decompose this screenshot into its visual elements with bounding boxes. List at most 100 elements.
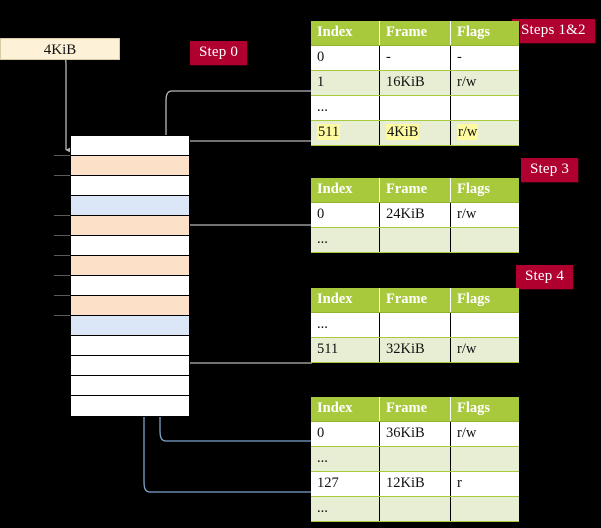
table-row: ... — [311, 312, 519, 338]
page-box-4kib: 4KiB — [0, 38, 120, 60]
table-cell-frame: 36KiB — [379, 421, 451, 447]
memory-row — [71, 156, 189, 176]
memory-row — [71, 196, 189, 216]
badge-step-4: Step 4 — [516, 265, 574, 289]
table-cell-index: ... — [311, 496, 380, 522]
table-cell-index: 511 — [311, 337, 380, 363]
column-header-index: Index — [311, 21, 380, 46]
column-header-frame: Frame — [379, 288, 451, 313]
table-cell-flags: - — [450, 45, 519, 71]
table-cell-flags: r/w — [450, 421, 519, 447]
table-cell-frame: 16KiB — [379, 70, 451, 96]
table-cell-index: 511 — [311, 120, 380, 146]
column-header-frame: Frame — [379, 178, 451, 203]
wire-pagebox-to-grid — [59, 53, 72, 154]
table-cell-flags: r/w — [450, 337, 519, 363]
highlighted-value: 511 — [317, 124, 341, 140]
badge-step-4-label: Step 4 — [525, 268, 565, 284]
table-cell-frame — [379, 496, 451, 522]
memory-row — [71, 236, 189, 256]
table-cell-frame: 4KiB — [379, 120, 451, 146]
table-row: 511 4KiB r/w — [311, 120, 519, 146]
table-cell-flags: r — [450, 471, 519, 497]
column-header-index: Index — [311, 288, 380, 313]
table-cell-index: 1 — [311, 70, 380, 96]
memory-row — [71, 396, 189, 416]
badge-steps-1-2: Steps 1&2 — [512, 19, 595, 43]
table-row: 0-- — [311, 45, 519, 71]
table-cell-index: ... — [311, 446, 380, 472]
badge-step-0: Step 0 — [190, 41, 248, 65]
column-header-index: Index — [311, 397, 380, 422]
column-header-frame: Frame — [379, 397, 451, 422]
column-header-frame: Frame — [379, 21, 451, 46]
wire-l2-row511-to-grid — [179, 299, 312, 364]
table-row: ... — [311, 227, 519, 253]
memory-grid-tick — [54, 275, 70, 276]
memory-row — [71, 176, 189, 196]
memory-grid-tick — [54, 255, 70, 256]
table-cell-flags: r/w — [450, 202, 519, 228]
page-box-label: 4KiB — [43, 42, 77, 58]
badge-step-3-label: Step 3 — [530, 161, 570, 177]
table-cell-frame: - — [379, 45, 451, 71]
memory-grid-tick — [54, 295, 70, 296]
table-cell-frame: 12KiB — [379, 471, 451, 497]
badge-steps-1-2-label: Steps 1&2 — [521, 22, 586, 38]
table-cell-index: 0 — [311, 202, 380, 228]
table-cell-index: ... — [311, 95, 380, 121]
table-cell-frame: 24KiB — [379, 202, 451, 228]
memory-row — [71, 376, 189, 396]
column-header-flags: Flags — [450, 397, 519, 422]
table-cell-flags — [450, 95, 519, 121]
table-cell-frame — [379, 312, 451, 338]
column-header-flags: Flags — [450, 288, 519, 313]
column-header-flags: Flags — [450, 178, 519, 203]
table-cell-index: ... — [311, 227, 380, 253]
memory-row — [71, 316, 189, 336]
table-row: ... — [311, 496, 519, 522]
wire-l1-row0-to-grid — [179, 224, 312, 261]
table-cell-frame: 32KiB — [379, 337, 451, 363]
table-cell-index: 0 — [311, 421, 380, 447]
column-header-index: Index — [311, 178, 380, 203]
table-cell-flags — [450, 227, 519, 253]
table-cell-frame — [379, 95, 451, 121]
table-cell-flags: r/w — [450, 70, 519, 96]
table-cell-frame — [379, 446, 451, 472]
memory-grid — [70, 135, 190, 417]
table-cell-flags — [450, 446, 519, 472]
memory-grid-tick — [54, 175, 70, 176]
highlighted-value: r/w — [457, 124, 479, 140]
wire-l0-row511-to-grid — [171, 140, 312, 219]
table-cell-flags — [450, 496, 519, 522]
table-cell-index: ... — [311, 312, 380, 338]
badge-step-0-label: Step 0 — [199, 44, 239, 60]
table-row: ... — [311, 95, 519, 121]
memory-row — [71, 216, 189, 236]
table-row: ... — [311, 446, 519, 472]
memory-grid-tick — [54, 155, 70, 156]
table-cell-flags — [450, 312, 519, 338]
memory-row — [71, 296, 189, 316]
memory-row — [71, 136, 189, 156]
table-cell-index: 127 — [311, 471, 380, 497]
table-cell-flags: r/w — [450, 120, 519, 146]
memory-row — [71, 256, 189, 276]
highlighted-value: 4KiB — [386, 124, 420, 140]
memory-grid-tick — [54, 315, 70, 316]
memory-grid-tick — [54, 235, 70, 236]
